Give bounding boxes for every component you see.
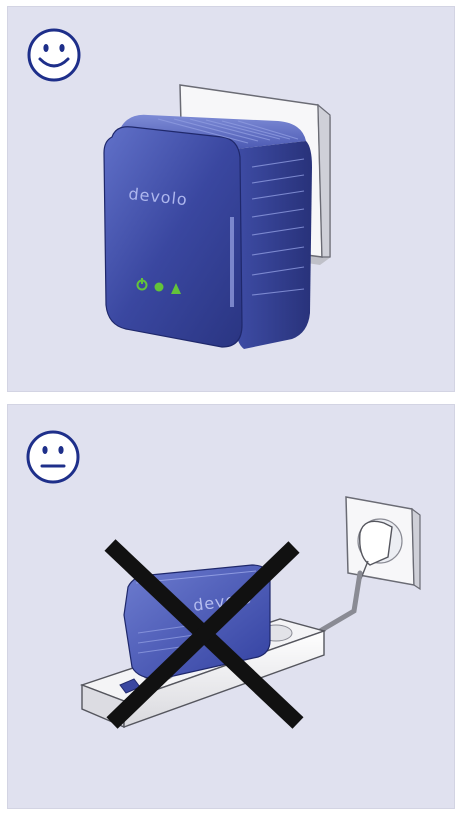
incorrect-usage-illustration: devolo	[8, 405, 456, 810]
power-cable	[320, 573, 360, 631]
incorrect-usage-panel: devolo	[7, 404, 455, 809]
wall-socket	[346, 497, 420, 589]
powerline-adapter: devolo	[104, 115, 312, 349]
correct-usage-illustration: devolo	[8, 7, 456, 393]
neutral-face-icon	[28, 432, 78, 482]
correct-usage-panel: devolo	[7, 6, 455, 392]
smiley-face-icon	[29, 30, 79, 80]
